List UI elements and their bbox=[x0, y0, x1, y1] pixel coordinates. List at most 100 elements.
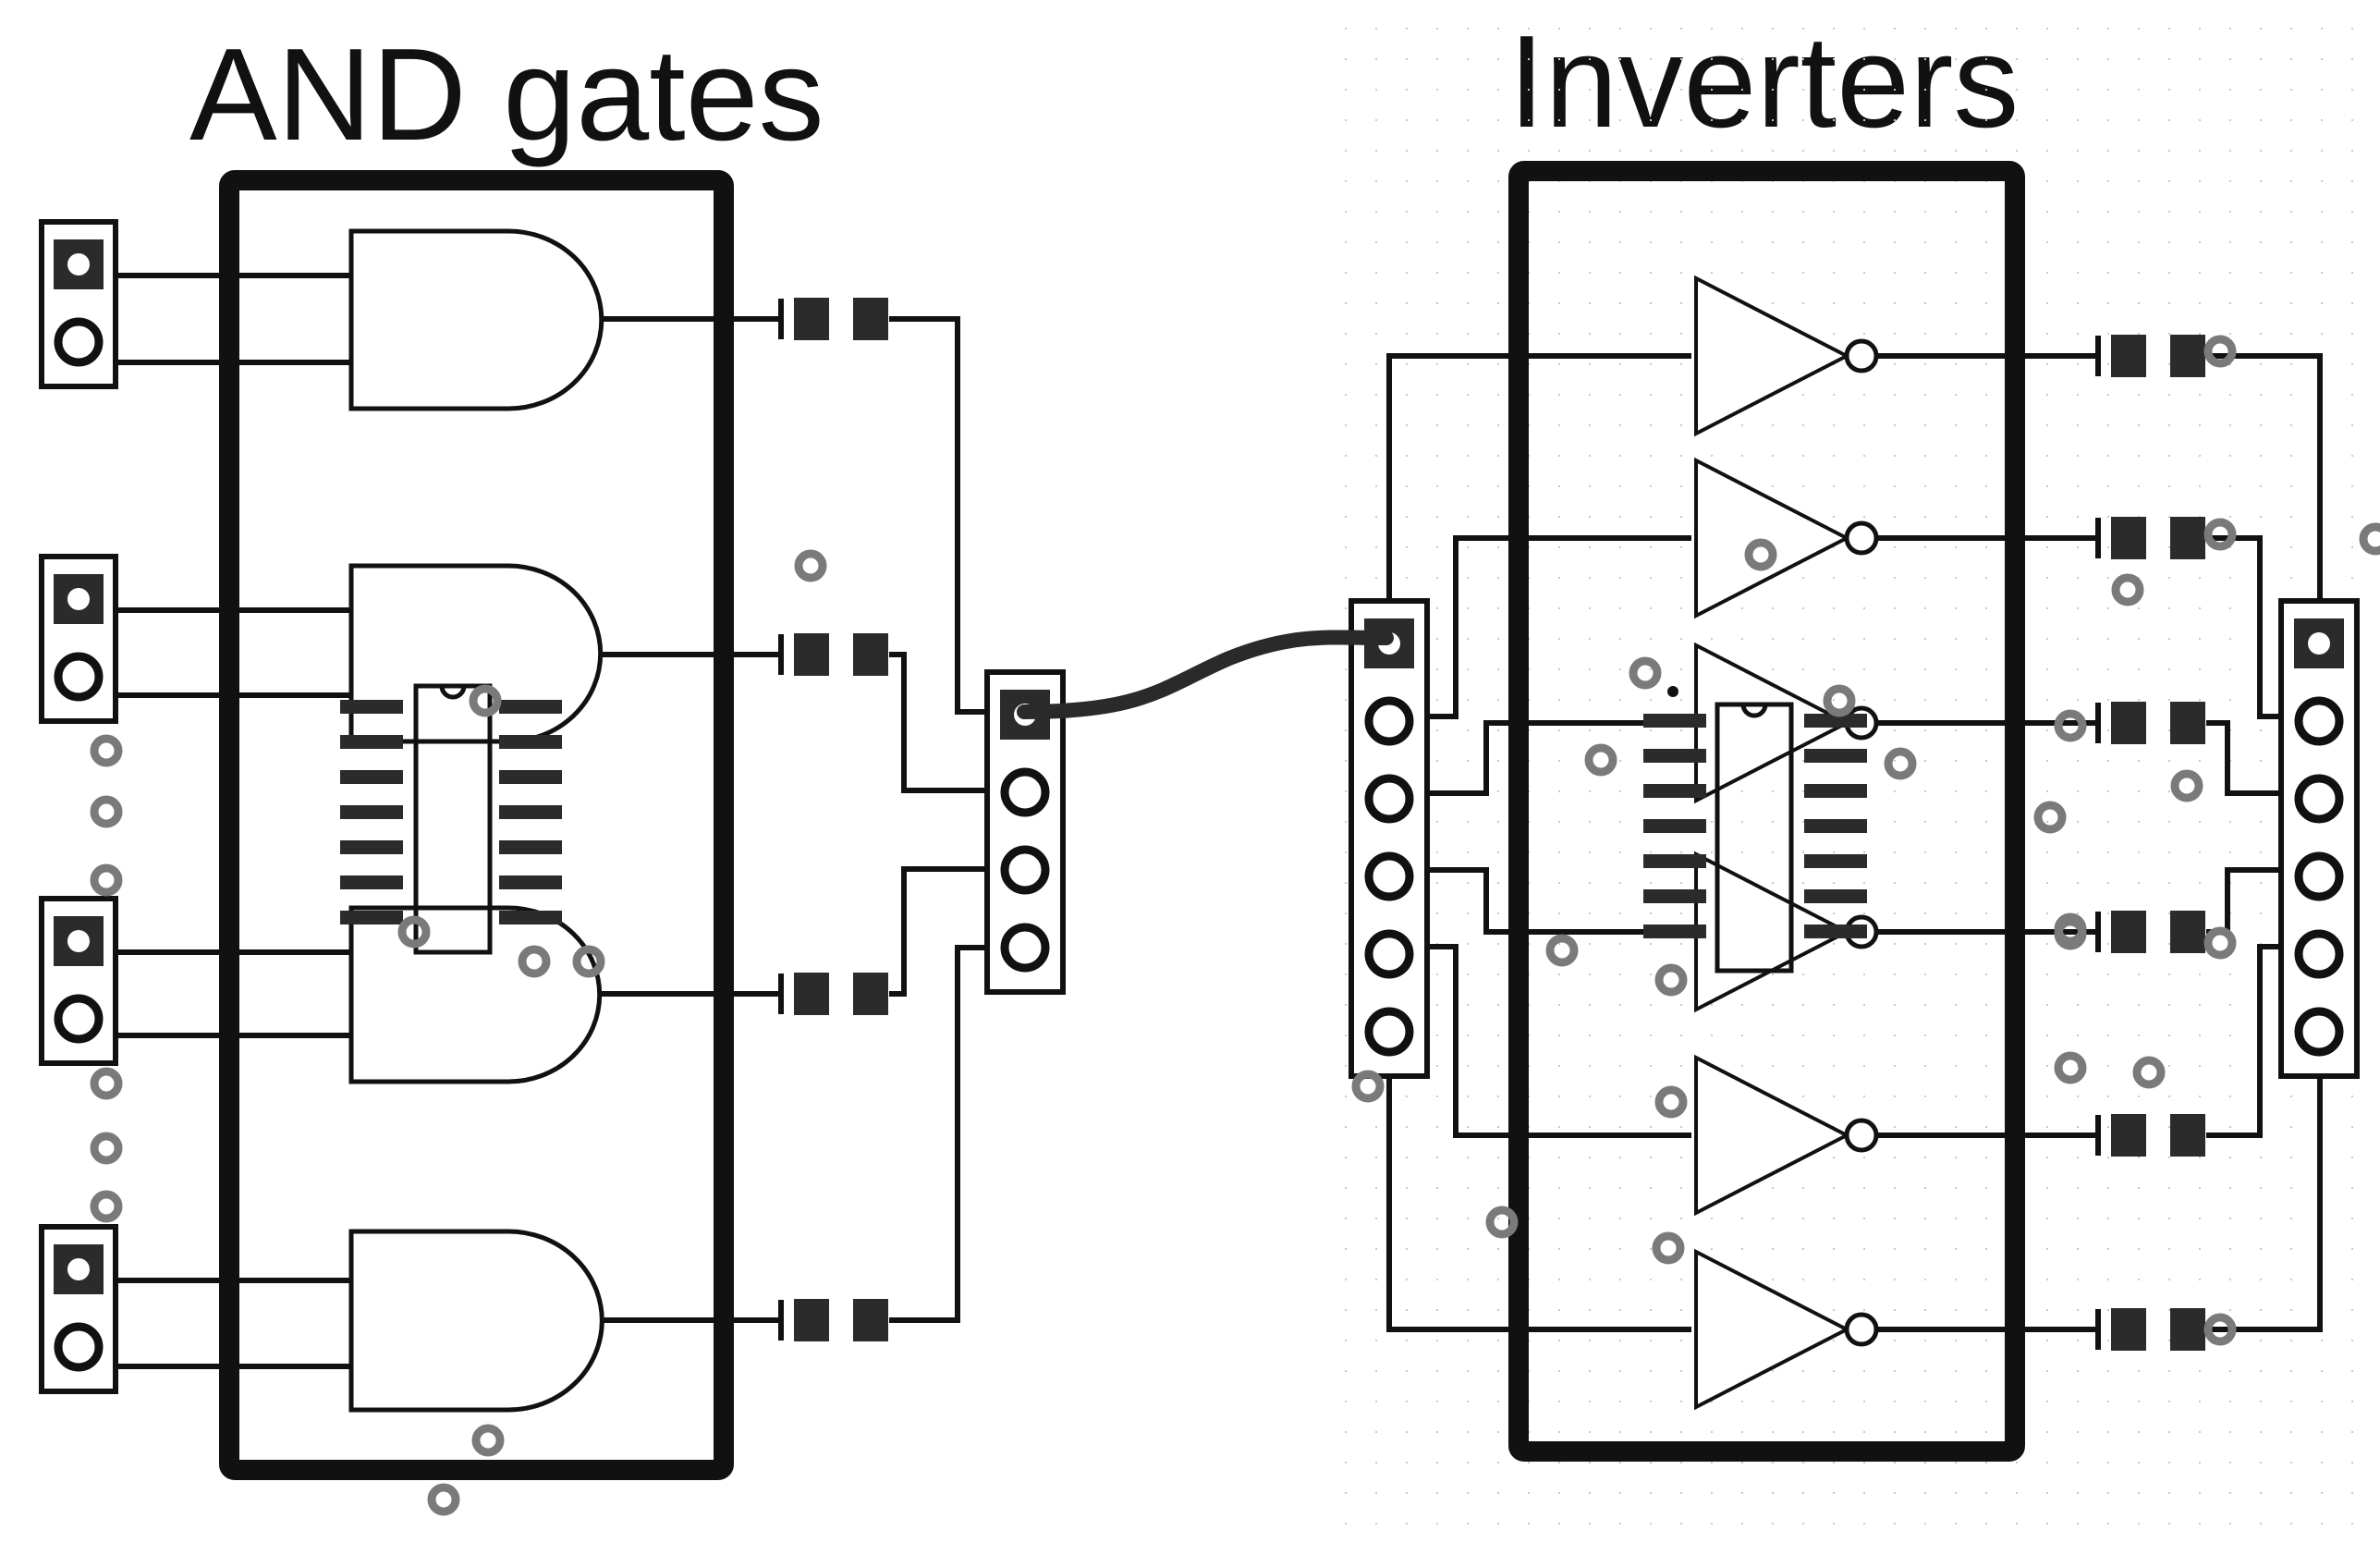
ic-pin1-marker bbox=[1667, 686, 1678, 697]
stray-via bbox=[2111, 573, 2144, 606]
inverter-input-wire bbox=[1428, 720, 1691, 796]
inverter-input-wire bbox=[1428, 944, 1691, 1138]
ic-chips bbox=[340, 683, 1867, 973]
ic-pin bbox=[340, 875, 403, 889]
ic-pin bbox=[499, 875, 562, 889]
ic-pin bbox=[1804, 749, 1867, 763]
ic-pin bbox=[1643, 714, 1706, 728]
resistor-pad bbox=[2170, 1114, 2205, 1157]
header-pin-round bbox=[1364, 851, 1414, 901]
ic-pin bbox=[340, 911, 403, 924]
inverter-output-resistor bbox=[2095, 517, 2205, 559]
ic-pin bbox=[1643, 889, 1706, 903]
stray-via bbox=[2203, 926, 2237, 960]
inverter-output-resistor bbox=[2095, 335, 2205, 377]
inverter-output-route bbox=[2206, 353, 2323, 643]
resistor-pad bbox=[2170, 911, 2205, 953]
stray-via bbox=[90, 1132, 123, 1165]
ic-pin bbox=[1804, 854, 1867, 868]
header-pin-hole bbox=[67, 1258, 90, 1280]
header-pin-round bbox=[1000, 923, 1050, 973]
and-output-resistor bbox=[778, 1299, 888, 1341]
stray-via bbox=[1744, 538, 1777, 571]
ic-pin bbox=[1643, 924, 1706, 938]
ic-pin bbox=[499, 805, 562, 819]
inverter-output-route bbox=[2206, 867, 2283, 935]
stray-via bbox=[2170, 769, 2203, 802]
and-input-header bbox=[39, 1224, 118, 1394]
inverter-input-wire bbox=[1428, 867, 1691, 935]
resistor-pad bbox=[2170, 1308, 2205, 1351]
header-pin-hole bbox=[2308, 632, 2330, 655]
stray-via bbox=[572, 945, 605, 978]
and-output-resistor bbox=[778, 633, 888, 676]
ic-pin bbox=[499, 840, 562, 854]
ic-body bbox=[413, 683, 493, 955]
modules bbox=[219, 161, 2025, 1480]
ic-pin bbox=[340, 770, 403, 784]
stray-via bbox=[2132, 1056, 2166, 1089]
resistor-pad bbox=[2170, 335, 2205, 377]
ic-pin bbox=[1804, 714, 1867, 728]
resistor-pad bbox=[2111, 911, 2146, 953]
inverter-input-wire bbox=[1386, 1021, 1691, 1332]
stray-via bbox=[471, 1424, 505, 1457]
header-pin-round bbox=[2294, 696, 2344, 746]
inverter-bubble bbox=[1844, 1312, 1879, 1347]
ic-pin bbox=[1804, 924, 1867, 938]
ic-pin bbox=[1804, 784, 1867, 798]
stray-via bbox=[469, 684, 502, 717]
stray-via bbox=[1654, 963, 1688, 997]
and-gate bbox=[348, 1229, 604, 1413]
inverter-output-resistor bbox=[2095, 702, 2205, 744]
and-module-outline bbox=[219, 170, 734, 1480]
and-output-header bbox=[984, 669, 1066, 995]
stray-via bbox=[1823, 684, 1856, 717]
stray-via bbox=[90, 734, 123, 767]
ic-pin bbox=[340, 700, 403, 714]
stray-via bbox=[90, 1067, 123, 1100]
header-pin-hole bbox=[67, 588, 90, 610]
resistor-pad bbox=[2111, 335, 2146, 377]
inverter-output-resistor bbox=[2095, 1114, 2205, 1157]
stray-via bbox=[2203, 1313, 2237, 1346]
resistor-pad bbox=[794, 1299, 829, 1341]
inverter-bubble bbox=[1844, 520, 1879, 556]
header-pin-round bbox=[1364, 929, 1414, 979]
inverter-output-resistor bbox=[2095, 1308, 2205, 1351]
and-output-resistor bbox=[778, 973, 888, 1015]
resistor-pad bbox=[2111, 517, 2146, 559]
and-route-wire bbox=[889, 866, 994, 997]
header-pin-round bbox=[54, 317, 104, 367]
resistor-pad bbox=[2111, 1114, 2146, 1157]
jumper-cable bbox=[1017, 630, 1394, 719]
header-body bbox=[2278, 598, 2360, 1079]
resistor-pad bbox=[853, 973, 888, 1015]
header-pin-hole bbox=[67, 930, 90, 952]
ic-notch bbox=[439, 685, 467, 700]
ic-pin bbox=[1643, 784, 1706, 798]
and-input-header bbox=[39, 219, 118, 389]
header-pin-hole bbox=[67, 253, 90, 275]
resistor-pad bbox=[794, 973, 829, 1015]
resistor-pad bbox=[853, 1299, 888, 1341]
inverter-gate bbox=[1694, 1248, 1851, 1411]
ic-pin bbox=[499, 911, 562, 924]
stray-via bbox=[90, 795, 123, 828]
inverter-bubble bbox=[1844, 1118, 1879, 1153]
jumper-cable bbox=[1017, 630, 1394, 719]
ic-pin bbox=[340, 840, 403, 854]
stray-via bbox=[2054, 709, 2087, 742]
stray-via bbox=[2203, 518, 2237, 551]
inverter-bubble bbox=[1844, 338, 1879, 373]
ic-pin bbox=[499, 770, 562, 784]
header-pin-round bbox=[1364, 696, 1414, 746]
inverter-gate bbox=[1694, 457, 1851, 619]
stray-via bbox=[1629, 656, 1662, 690]
stray-via bbox=[2033, 801, 2067, 834]
stray-via bbox=[427, 1483, 460, 1516]
and-gate bbox=[348, 563, 604, 744]
ic-pin bbox=[1643, 749, 1706, 763]
inverter-gate bbox=[1694, 275, 1851, 437]
